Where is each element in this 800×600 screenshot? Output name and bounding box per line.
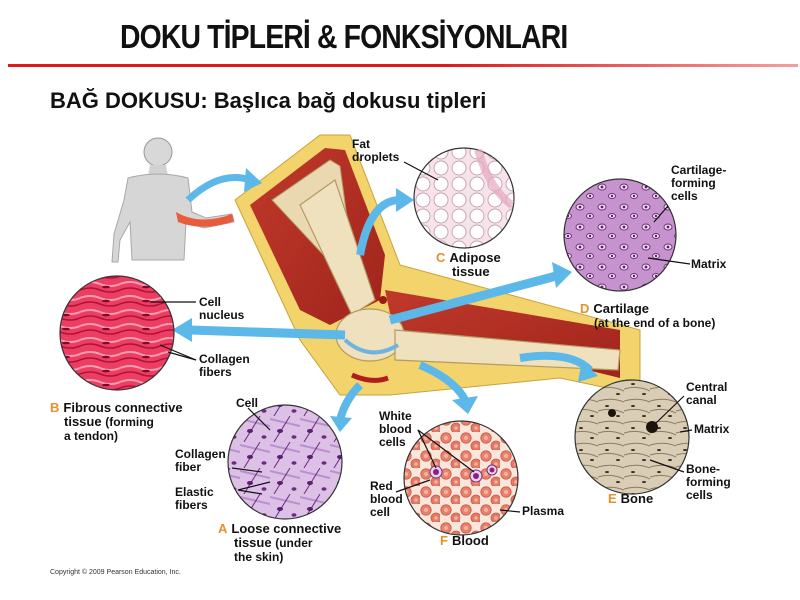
- label-fat-droplets: Fat droplets: [352, 138, 399, 164]
- label-cc-line-2: canal: [686, 393, 717, 407]
- label-cf-b-line-1: Collagen: [199, 352, 250, 366]
- label-cfa-line-2: fiber: [175, 460, 202, 474]
- label-bf-line-2: forming: [686, 475, 731, 489]
- letter-b: B: [50, 400, 60, 415]
- label-bone-forming-cells: Bone- forming cells: [686, 463, 731, 502]
- label-cfa-line-1: Collagen: [175, 447, 226, 461]
- label-cn-line-2: nucleus: [199, 308, 245, 322]
- label-bf-line-3: cells: [686, 488, 713, 502]
- cartilage-micrograph: [563, 178, 677, 292]
- copyright-notice: Copyright © 2009 Pearson Education, Inc.: [50, 569, 181, 576]
- letter-c: C: [436, 250, 446, 265]
- label-fat-line-2: droplets: [352, 150, 400, 164]
- label-plasma: Plasma: [522, 504, 565, 518]
- label-rbc-line-3: cell: [370, 505, 391, 519]
- bone-micrograph: [574, 379, 690, 495]
- caption-fibrous-line-1: Fibrous connective: [63, 400, 183, 415]
- caption-loose-line-3: the skin): [234, 550, 284, 564]
- leader-lines: [150, 161, 693, 513]
- connector-arrows: [172, 168, 598, 432]
- label-collagen-fibers: Collagen fibers: [199, 353, 250, 379]
- caption-fibrous-line-3: a tendon): [64, 429, 118, 443]
- label-cell-nucleus: Cell nucleus: [199, 296, 244, 322]
- label-bf-line-1: Bone-: [686, 462, 720, 476]
- caption-fibrous-line-2: tissue: [64, 414, 102, 429]
- slide-subtitle: BAĞ DOKUSU: Başlıca bağ dokusu tipleri: [50, 88, 487, 113]
- label-cf-line-1: Cartilage-: [671, 163, 727, 177]
- caption-cartilage-line-1: Cartilage: [593, 301, 650, 316]
- letter-d: D: [580, 301, 590, 316]
- central-canal-icon: [646, 421, 658, 433]
- label-cf-line-3: cells: [671, 189, 698, 203]
- caption-loose-line-1: Loose connective: [231, 521, 342, 536]
- label-elastic-fibers: Elastic fibers: [175, 486, 214, 512]
- label-ef-line-2: fibers: [175, 498, 208, 512]
- caption-adipose-line-2: tissue: [452, 264, 490, 279]
- title-rule: [8, 64, 798, 67]
- label-rbc-line-2: blood: [370, 492, 403, 506]
- label-central-canal: Central canal: [686, 381, 727, 407]
- caption-blood-line-1: Blood: [451, 533, 489, 548]
- label-cartilage-forming-cells: Cartilage- forming cells: [671, 164, 726, 203]
- fibrous-tissue-micrograph: [59, 275, 175, 391]
- caption-loose-line-2: tissue: [234, 535, 272, 550]
- label-cn-line-1: Cell: [199, 295, 222, 309]
- human-figure-icon: [111, 137, 235, 263]
- label-red-blood-cell: Red blood cell: [370, 480, 403, 519]
- letter-f: F: [440, 533, 448, 548]
- caption-bone-line-1: Bone: [620, 491, 654, 506]
- label-white-blood-cells: White blood cells: [379, 410, 412, 449]
- loose-connective-micrograph: [227, 404, 343, 520]
- label-collagen-fiber: Collagen fiber: [175, 448, 226, 474]
- letter-e: E: [608, 491, 617, 506]
- blood-micrograph: [403, 420, 519, 536]
- caption-adipose-line-1: Adipose: [449, 250, 501, 265]
- slide-title: DOKU TİPLERİ & FONKSİYONLARI: [120, 18, 568, 55]
- white-blood-cells: [429, 464, 498, 483]
- label-wbc-line-1: White: [379, 409, 412, 423]
- label-wbc-line-2: blood: [379, 422, 412, 436]
- label-bone-matrix: Matrix: [694, 422, 730, 436]
- label-cc-line-1: Central: [686, 380, 728, 394]
- caption-fibrous-line-2b: (forming: [105, 415, 154, 429]
- label-cf-line-2: forming: [671, 176, 716, 190]
- label-wbc-line-3: cells: [379, 435, 406, 449]
- caption-loose-line-2b: (under: [275, 536, 313, 550]
- caption-cartilage-line-2: (at the end of a bone): [594, 316, 716, 330]
- label-cartilage-matrix: Matrix: [691, 257, 727, 271]
- label-fat-line-1: Fat: [352, 137, 370, 151]
- label-cell: Cell: [236, 396, 259, 410]
- letter-a: A: [218, 521, 228, 536]
- label-cf-b-line-2: fibers: [199, 365, 232, 379]
- label-ef-line-1: Elastic: [175, 485, 214, 499]
- label-rbc-line-1: Red: [370, 479, 393, 493]
